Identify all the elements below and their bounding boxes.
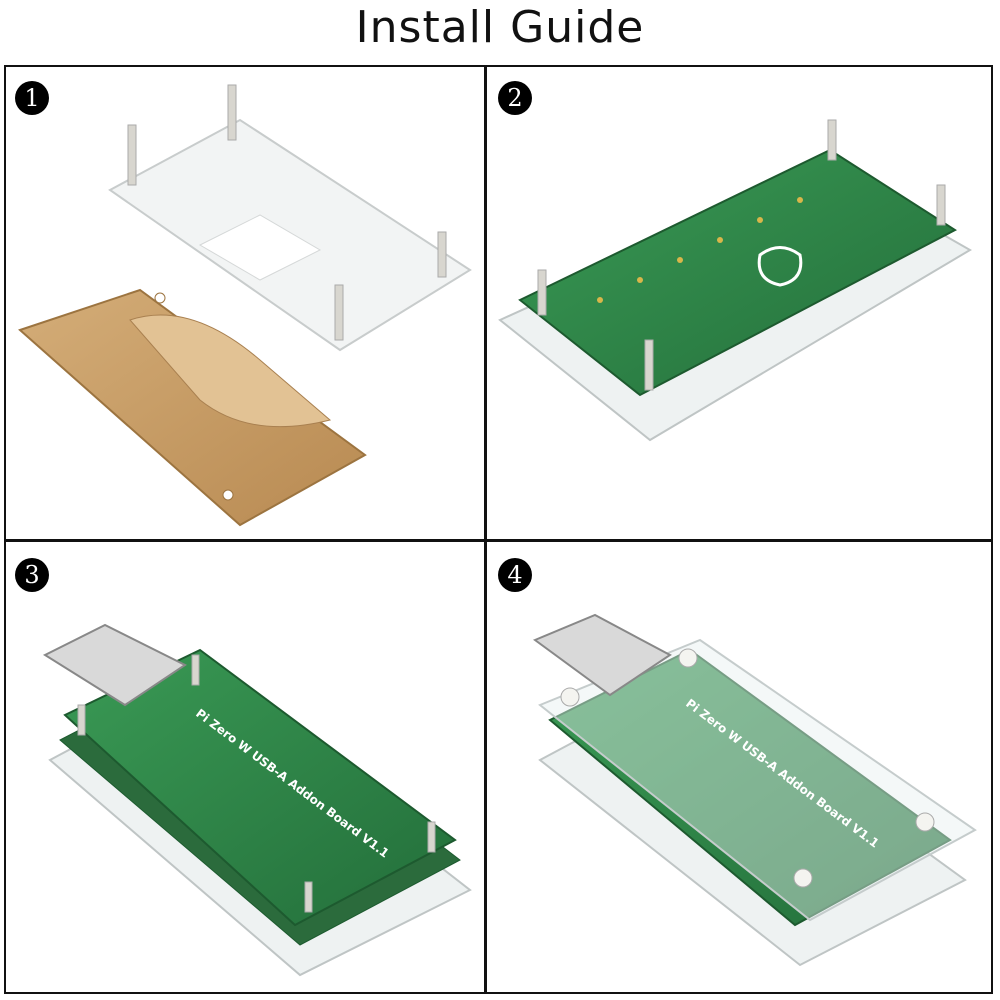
usb-a-plug (532, 613, 672, 697)
step-3-illustration: Pi Zero W USB-A Addon Board V1.1 (42, 623, 472, 977)
page-title: Install Guide (355, 2, 645, 53)
step-number-badge: 4 (498, 558, 532, 592)
step-2-illustration (498, 119, 972, 442)
nylon-nut (560, 648, 935, 888)
screw (77, 654, 436, 913)
acrylic-bottom-plate-film (18, 288, 367, 527)
grid-divider-vertical (484, 65, 487, 994)
step-grid (4, 65, 993, 994)
grid-divider-horizontal (4, 539, 993, 542)
step-4-illustration: Pi Zero W USB-A Addon Board V1.1 (532, 613, 977, 967)
step-number-badge: 3 (15, 558, 49, 592)
pi-zero-board (518, 148, 957, 397)
usb-a-plug (42, 623, 187, 707)
screw (537, 119, 946, 391)
step-1-illustration (18, 84, 472, 527)
step-number-badge: 1 (15, 81, 49, 115)
step-number-badge: 2 (498, 81, 532, 115)
screw (127, 84, 447, 341)
peeled-film (129, 314, 332, 428)
acrylic-plate-cutout (198, 214, 322, 281)
raspberry-logo (757, 246, 803, 287)
